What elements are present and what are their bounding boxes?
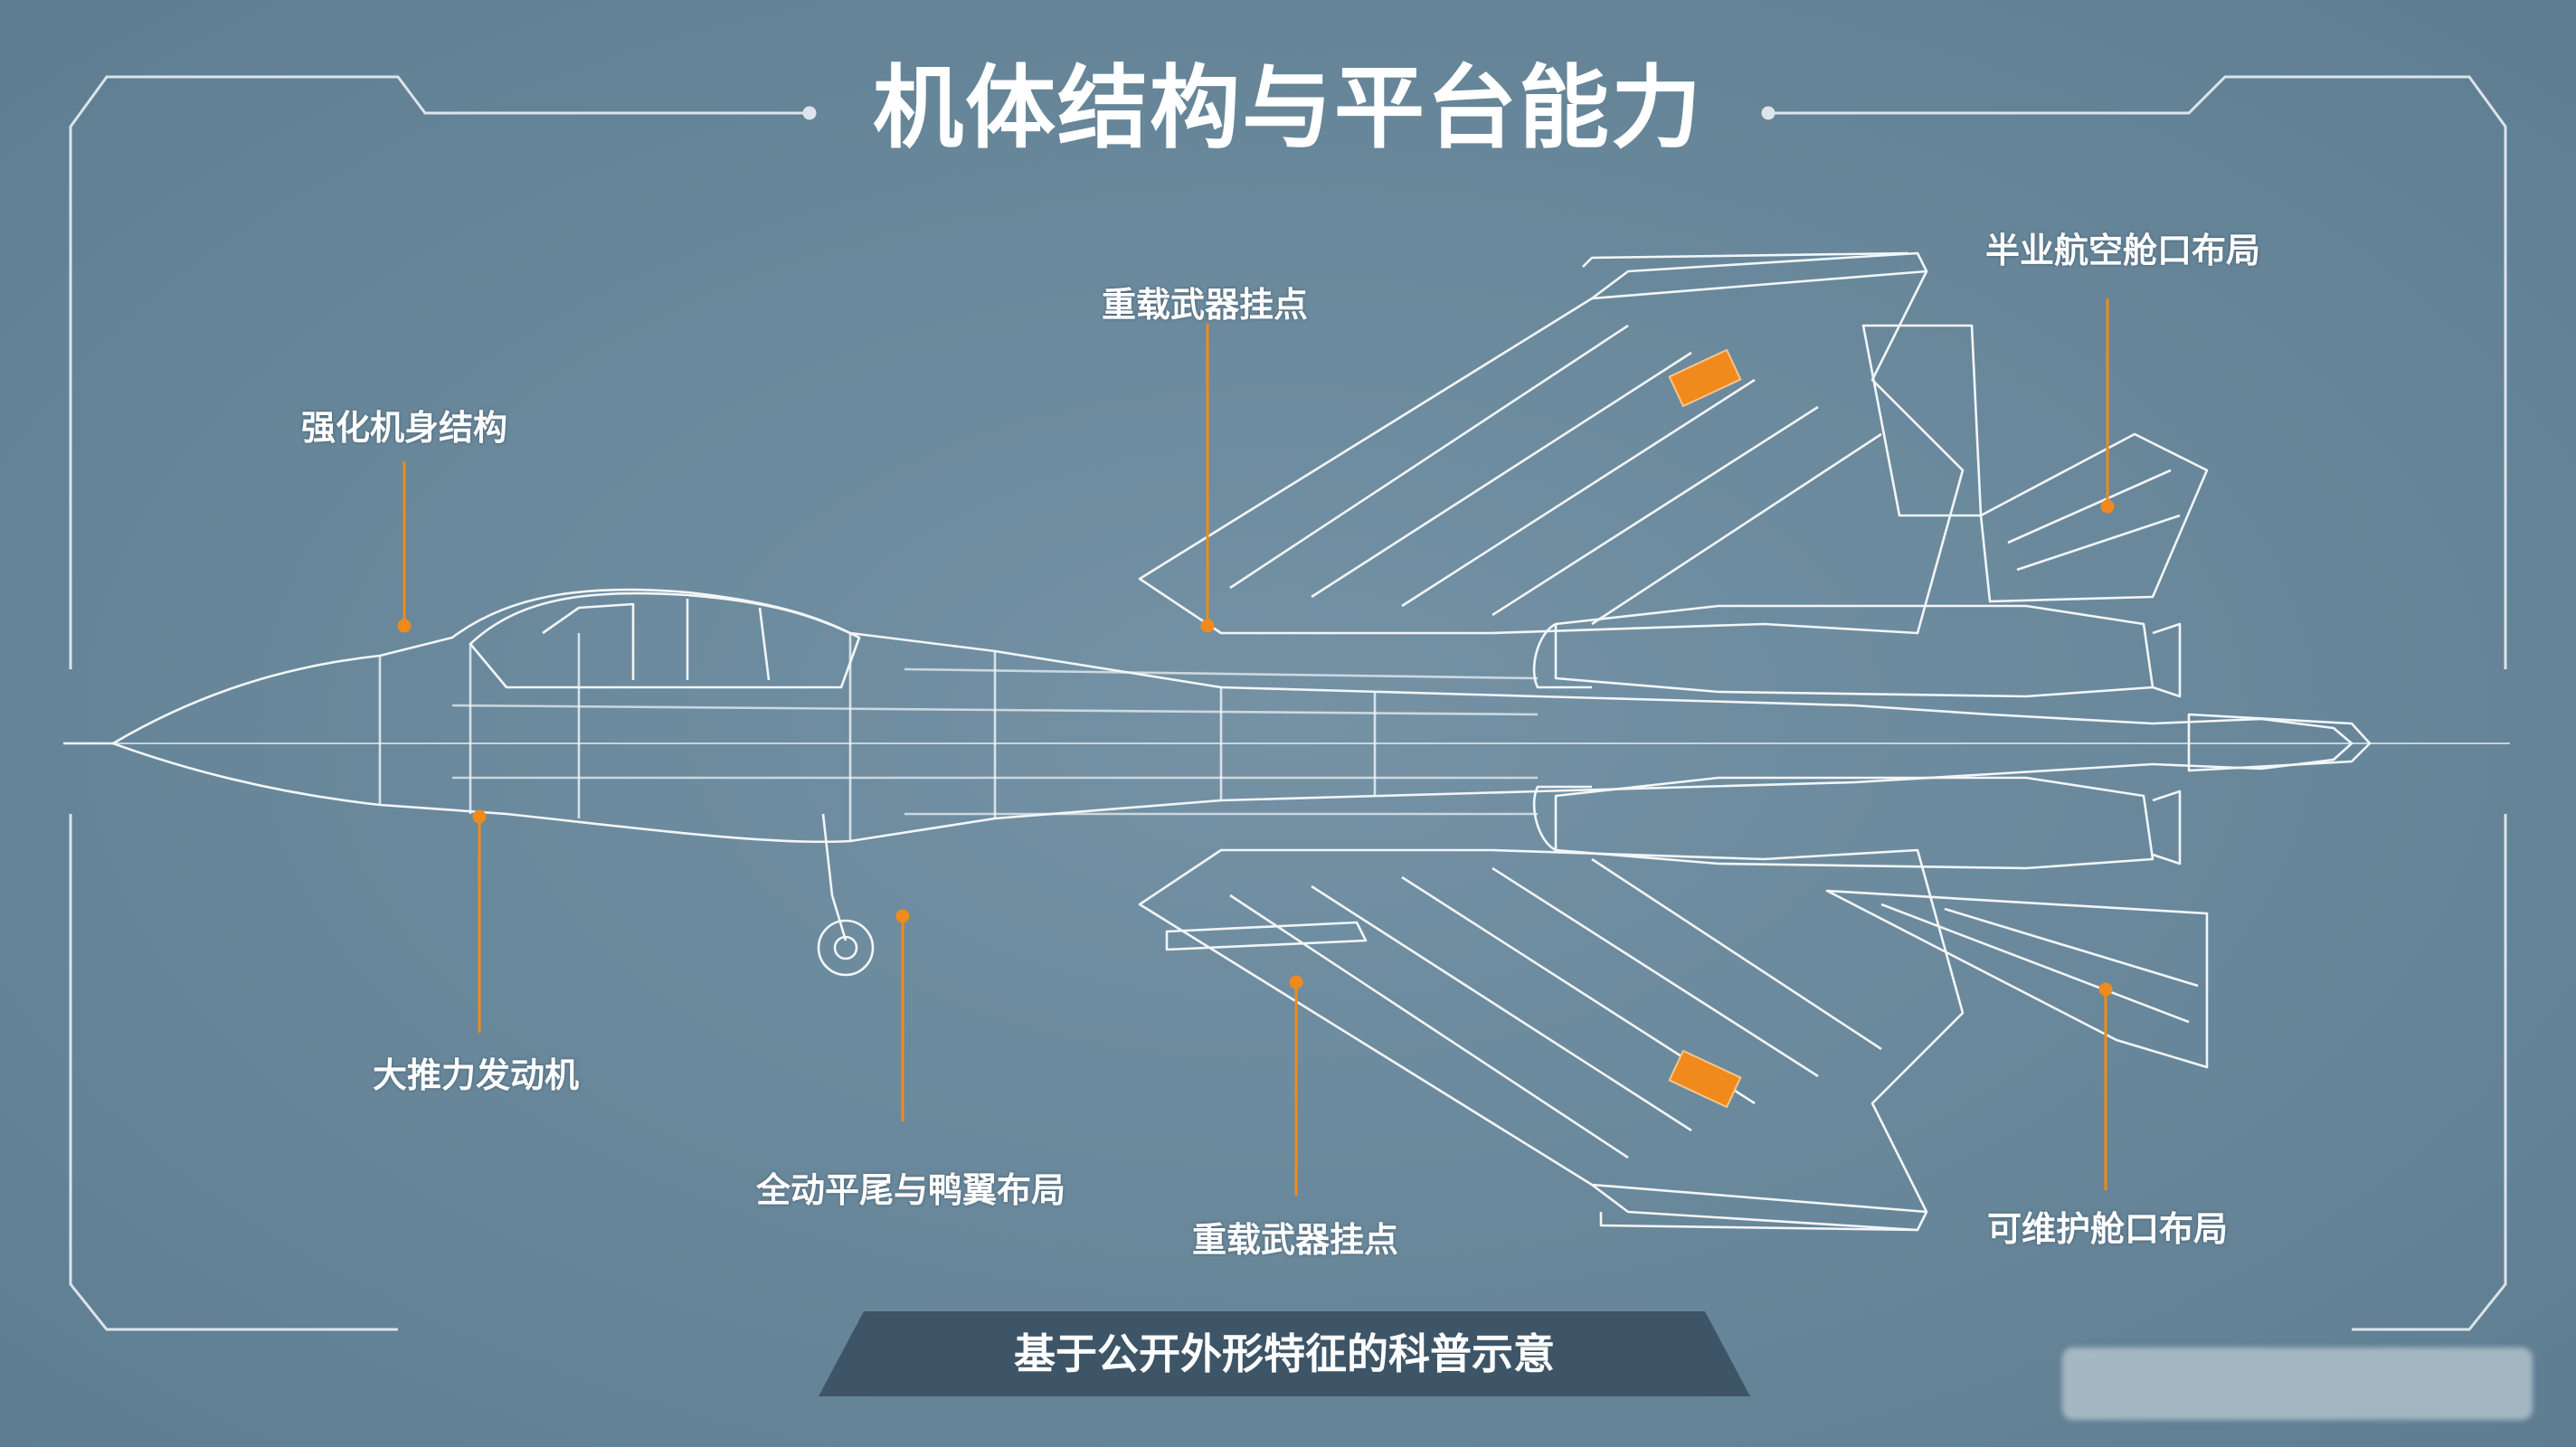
engine-nacelle-upper [1554, 604, 2155, 698]
label-reinforced-fuselage: 强化机身结构 [301, 408, 508, 448]
canopy [469, 591, 861, 689]
label-heavy-hardpoint-top: 重载武器挂点 [1102, 285, 1309, 325]
engine-nacelle-lower [1554, 776, 2155, 870]
footer-caption: 基于公开外形特征的科普示意 [1014, 1329, 1555, 1378]
label-bay-layout-top: 半业航空舱口布局 [1985, 231, 2261, 270]
label-canard-tail-layout: 全动平尾与鸭翼布局 [756, 1170, 1066, 1210]
page-title: 机体结构与平台能力 [873, 55, 1703, 161]
stabilizer-lower [1825, 889, 2209, 1069]
blurred-watermark [2062, 1348, 2533, 1420]
wing-lower [1138, 848, 1965, 1214]
label-bay-layout-bottom: 可维护舱口布局 [1987, 1209, 2229, 1249]
footer-banner [819, 1311, 1750, 1396]
stabilizer-upper [1979, 432, 2209, 603]
landing-gear [821, 813, 848, 941]
hardpoint-marker-upper [1668, 348, 1742, 408]
pylon-upper [1582, 251, 1909, 268]
pylon-lower [1165, 921, 1368, 951]
fuselage-outline [111, 588, 2353, 844]
wing-upper [1138, 270, 1965, 635]
label-heavy-hardpoint-bottom: 重载武器挂点 [1192, 1220, 1399, 1260]
label-high-thrust-engine: 大推力发动机 [373, 1055, 580, 1095]
hardpoint-marker-lower [1668, 1049, 1742, 1109]
